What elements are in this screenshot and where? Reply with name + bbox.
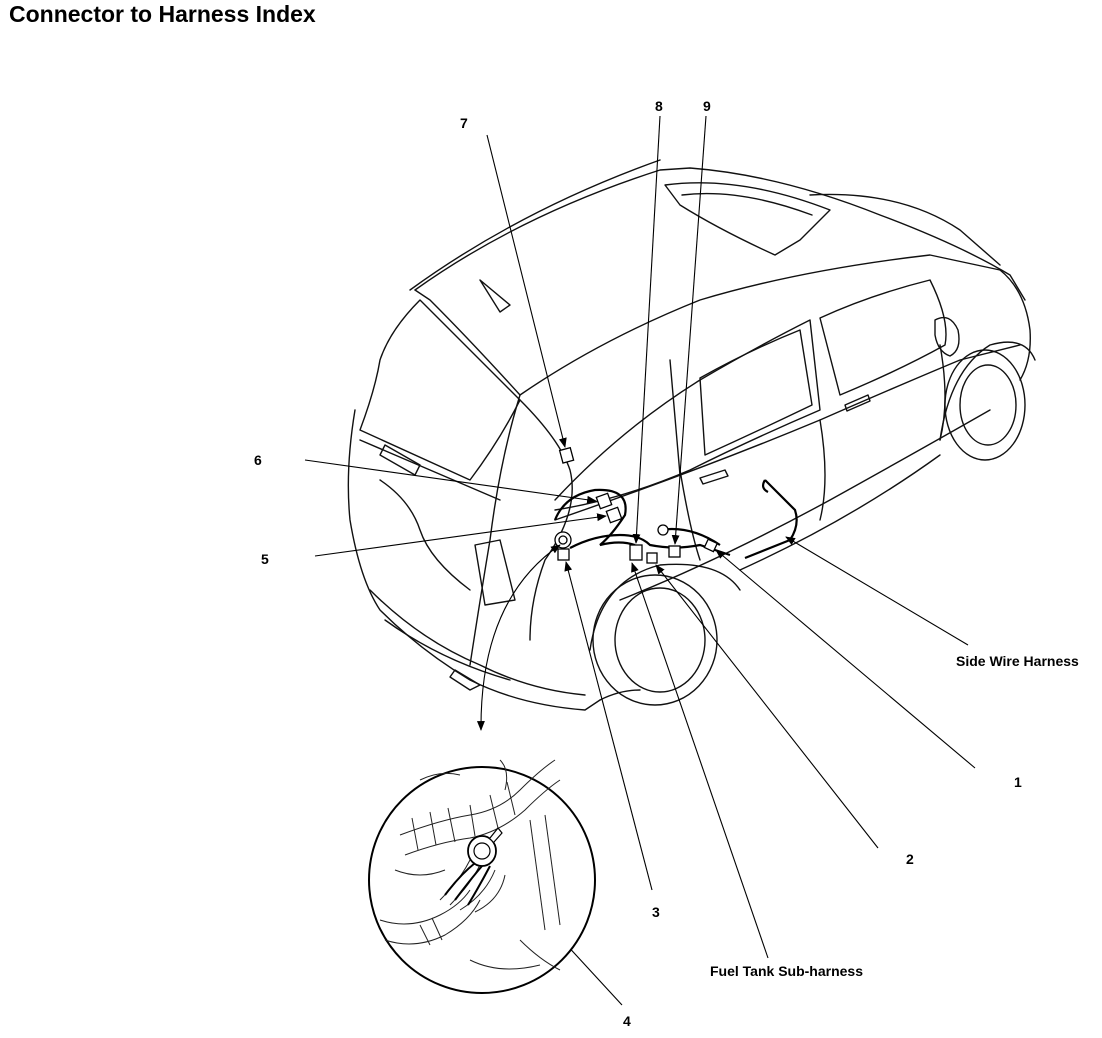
leader-3 [564, 561, 653, 891]
callout-7: 7 [460, 115, 468, 131]
leader-8 [632, 115, 661, 544]
connector-2 [646, 552, 658, 564]
leader-detail-view [476, 544, 561, 731]
leader-2 [655, 564, 879, 849]
connector-9 [668, 545, 681, 558]
callout-3: 3 [652, 904, 660, 920]
callout-2: 2 [906, 851, 914, 867]
connector-3 [557, 548, 570, 561]
connector-5 [605, 506, 623, 524]
connector-6 [595, 492, 613, 510]
leader-5 [314, 513, 607, 557]
leader-fuel-tank-sub-harness [631, 562, 769, 959]
page-title: Connector to Harness Index [9, 1, 316, 27]
label-fuel-tank-sub-harness: Fuel Tank Sub-harness [710, 963, 863, 979]
callout-8: 8 [655, 98, 663, 114]
leader-6 [304, 459, 597, 504]
label-side-wire-harness: Side Wire Harness [956, 653, 1079, 669]
callout-5: 5 [261, 551, 269, 567]
connector-1 [703, 538, 719, 553]
connector-7 [558, 446, 575, 464]
detail-inset [368, 759, 596, 994]
leader-1 [715, 549, 976, 769]
callout-1: 1 [1014, 774, 1022, 790]
leader-9 [671, 115, 707, 545]
leader-7 [486, 134, 567, 448]
leader-side-wire-harness [785, 536, 969, 646]
callout-9: 9 [703, 98, 711, 114]
callout-6: 6 [254, 452, 262, 468]
callout-4: 4 [623, 1013, 631, 1029]
connector-markers [554, 446, 719, 564]
connector-8 [629, 544, 643, 561]
vehicle-outline [347, 159, 1036, 711]
callout-leaders [304, 115, 976, 1006]
